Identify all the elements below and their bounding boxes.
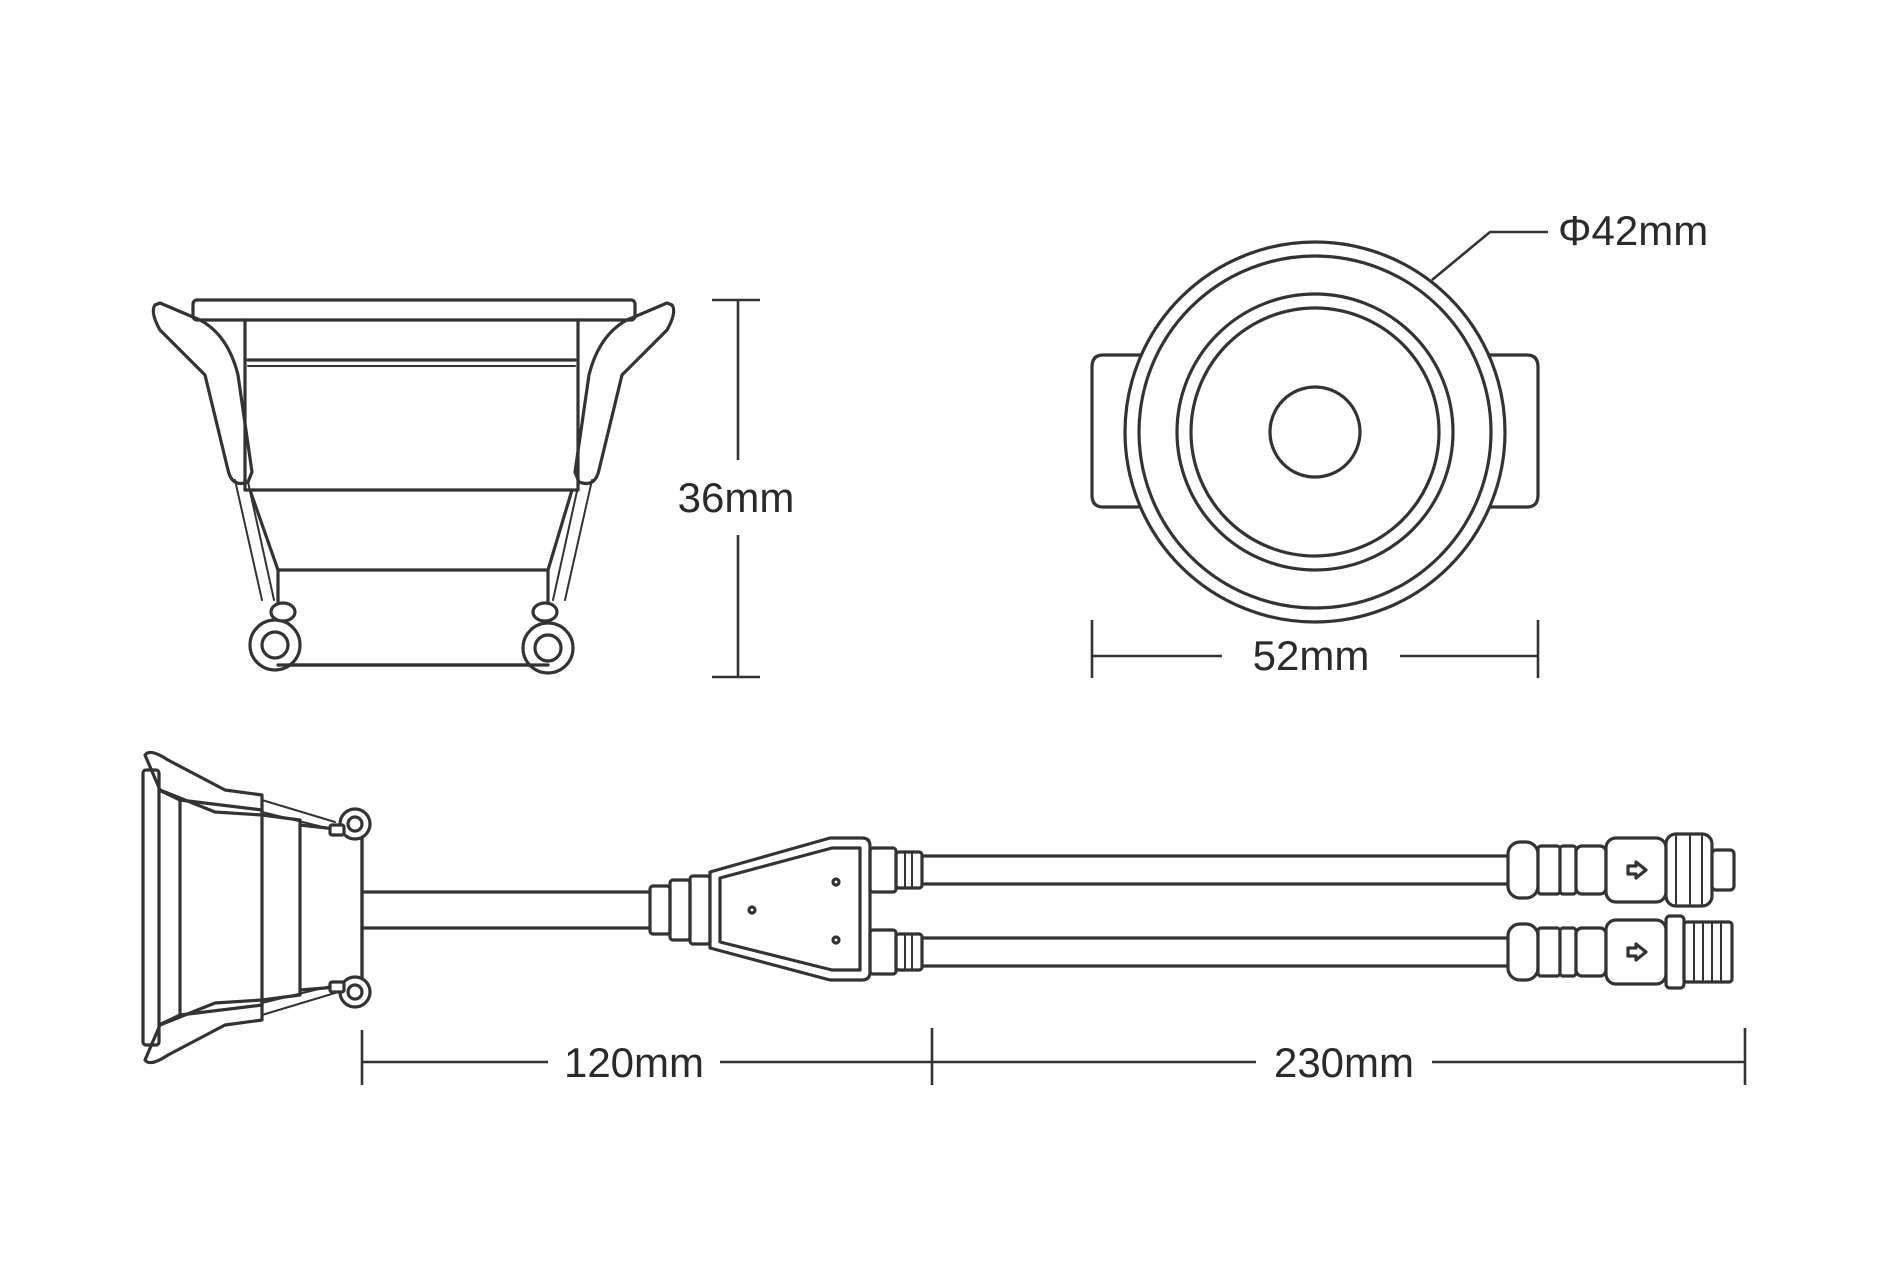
top-view-lens	[1268, 385, 1362, 479]
side-view-lower-housing	[248, 488, 574, 572]
diameter-label: Φ42mm	[1558, 207, 1708, 254]
connector-upper	[1506, 832, 1736, 908]
splitter-block	[708, 836, 924, 982]
length-dimensions: 120mm 230mm	[360, 1028, 1747, 1086]
side-view-left-ring	[248, 618, 302, 672]
split-cables	[920, 854, 1510, 968]
top-view-right-tab	[1488, 353, 1540, 509]
side-view	[151, 298, 676, 675]
cable-assembly-view	[141, 750, 1736, 1065]
arrow-icon	[1626, 942, 1648, 962]
side-view-housing	[243, 318, 580, 492]
top-view: Φ42mm	[1090, 207, 1708, 624]
side-view-flange	[191, 298, 637, 322]
side-view-right-clip	[573, 301, 676, 486]
height-label: 36mm	[678, 474, 795, 521]
lamp-side-body	[141, 750, 372, 1065]
top-view-reflector	[1175, 292, 1455, 572]
side-view-base	[276, 568, 550, 667]
height-dimension: 36mm	[678, 298, 795, 679]
cable-main-label: 120mm	[564, 1039, 704, 1086]
side-view-left-clip	[151, 301, 254, 486]
side-view-right-ring	[521, 621, 575, 675]
width-dimension: 52mm	[1090, 620, 1540, 679]
arrow-icon	[1626, 860, 1648, 880]
cable-split-label: 230mm	[1274, 1039, 1414, 1086]
connector-lower	[1506, 914, 1734, 990]
top-view-left-tab	[1090, 353, 1142, 509]
main-cable	[360, 874, 712, 946]
top-view-outer-ring	[1123, 240, 1507, 624]
width-label: 52mm	[1253, 632, 1370, 679]
